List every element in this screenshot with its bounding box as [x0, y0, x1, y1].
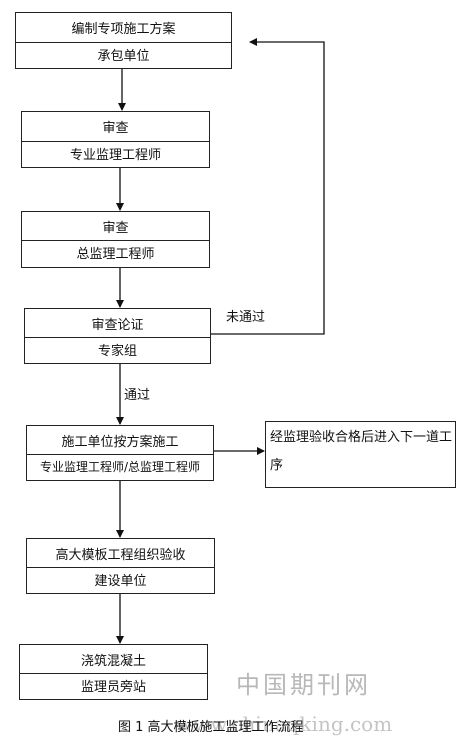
label-not-passed: 未通过 — [226, 310, 266, 325]
step-construction: 施工单位按方案施工 专业监理工程师/总监理工程师 — [26, 425, 214, 481]
step-pour-concrete: 浇筑混凝土 监理员旁站 — [19, 644, 208, 700]
step-expert-argumentation: 审查论证 专家组 — [24, 308, 211, 364]
step-construction-title: 施工单位按方案施工 — [27, 426, 213, 455]
step-compile-plan-title: 编制专项施工方案 — [16, 13, 231, 43]
step-compile-plan: 编制专项施工方案 承包单位 — [15, 12, 232, 69]
step-acceptance-role: 建设单位 — [94, 573, 147, 589]
watermark-cn: 中国期刊网 — [236, 671, 371, 699]
figure-caption: 图 1 高大模板施工监理工作流程 — [118, 720, 304, 735]
step-review-specialist: 审查 专业监理工程师 — [21, 111, 210, 168]
step-compile-plan-role: 承包单位 — [97, 48, 150, 64]
watermark-url: www.chinaqking.com — [176, 712, 393, 736]
step-pour-concrete-title: 浇筑混凝土 — [20, 645, 207, 674]
step-review-chief-title: 审查 — [22, 212, 209, 241]
step-expert-argumentation-title: 审查论证 — [25, 309, 210, 338]
step-review-chief-role: 总监理工程师 — [76, 247, 155, 262]
step-review-specialist-role: 专业监理工程师 — [69, 147, 161, 163]
side-note-next-process: 经监理验收合格后进入下一道工序 — [265, 421, 456, 488]
feedback-loop-not-passed — [211, 38, 325, 335]
step-acceptance: 高大模板工程组织验收 建设单位 — [26, 538, 215, 594]
step-expert-argumentation-role: 专家组 — [97, 343, 137, 359]
label-passed: 通过 — [124, 388, 151, 403]
step-acceptance-title: 高大模板工程组织验收 — [27, 539, 214, 568]
step-pour-concrete-role: 监理员旁站 — [80, 679, 146, 695]
step-construction-role: 专业监理工程师/总监理工程师 — [39, 459, 201, 474]
step-review-specialist-title: 审查 — [22, 112, 209, 142]
step-review-chief: 审查 总监理工程师 — [21, 211, 210, 268]
